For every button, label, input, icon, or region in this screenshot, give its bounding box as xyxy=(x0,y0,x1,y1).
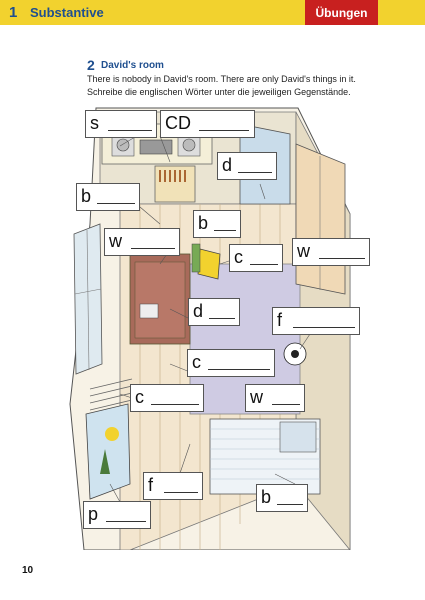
label-letter: f xyxy=(277,310,283,330)
label-letter: b xyxy=(261,487,272,507)
label-box-bookshelf[interactable]: b xyxy=(76,183,140,211)
label-letter: d xyxy=(193,301,204,321)
label-box-poster[interactable]: p xyxy=(83,501,151,529)
label-letter: c xyxy=(192,352,201,372)
label-box-door[interactable]: d xyxy=(217,152,277,180)
label-box-cd[interactable]: CD xyxy=(160,110,255,138)
answer-line xyxy=(272,404,300,405)
answer-line xyxy=(199,130,249,131)
answer-line xyxy=(319,258,365,259)
label-box-floor[interactable]: f xyxy=(143,472,203,500)
label-letter: b xyxy=(81,186,92,206)
answer-line xyxy=(97,203,135,204)
instruction-english: There is nobody in David's room. There a… xyxy=(87,74,356,84)
exercise-number: 2 xyxy=(87,57,95,73)
label-box-carpet[interactable]: c xyxy=(187,349,275,377)
label-box-football[interactable]: f xyxy=(272,307,360,335)
page-number: 10 xyxy=(22,565,34,576)
label-letter: c xyxy=(135,387,144,407)
instruction-german: Schreibe die englischen Wörter unter die… xyxy=(87,87,351,97)
label-box-bed[interactable]: b xyxy=(256,484,308,512)
chapter-title: Substantive xyxy=(30,5,104,20)
label-letter: f xyxy=(148,475,154,495)
exercise-title: David's room xyxy=(101,60,164,71)
label-box-shelf[interactable]: s xyxy=(85,110,157,138)
answer-line xyxy=(214,230,236,231)
answer-line xyxy=(250,264,278,265)
answer-line xyxy=(209,318,235,319)
answer-line xyxy=(131,248,175,249)
section-tag: Übungen xyxy=(305,0,378,25)
label-letter: w xyxy=(250,387,263,407)
label-letter: c xyxy=(234,247,243,267)
label-letter: w xyxy=(109,231,122,251)
label-letter: s xyxy=(90,113,99,133)
label-letter: CD xyxy=(165,113,191,133)
answer-line xyxy=(106,521,146,522)
answer-line xyxy=(238,172,272,173)
label-box-desk[interactable]: d xyxy=(188,298,240,326)
answer-line xyxy=(164,492,198,493)
answer-line xyxy=(293,327,355,328)
answer-line xyxy=(151,404,199,405)
label-box-chair[interactable]: c xyxy=(229,244,283,272)
label-box-bin[interactable]: b xyxy=(193,210,241,238)
chapter-number: 1 xyxy=(9,4,18,21)
label-letter: p xyxy=(88,504,99,524)
answer-line xyxy=(108,130,152,131)
answer-line xyxy=(208,369,270,370)
label-box-wall[interactable]: w xyxy=(245,384,305,412)
label-box-window[interactable]: w xyxy=(104,228,180,256)
label-letter: w xyxy=(297,241,310,261)
label-box-cupboard[interactable]: c xyxy=(130,384,204,412)
label-box-wardrobe[interactable]: w xyxy=(292,238,370,266)
label-letter: d xyxy=(222,155,233,175)
answer-line xyxy=(277,504,303,505)
label-letter: b xyxy=(198,213,209,233)
